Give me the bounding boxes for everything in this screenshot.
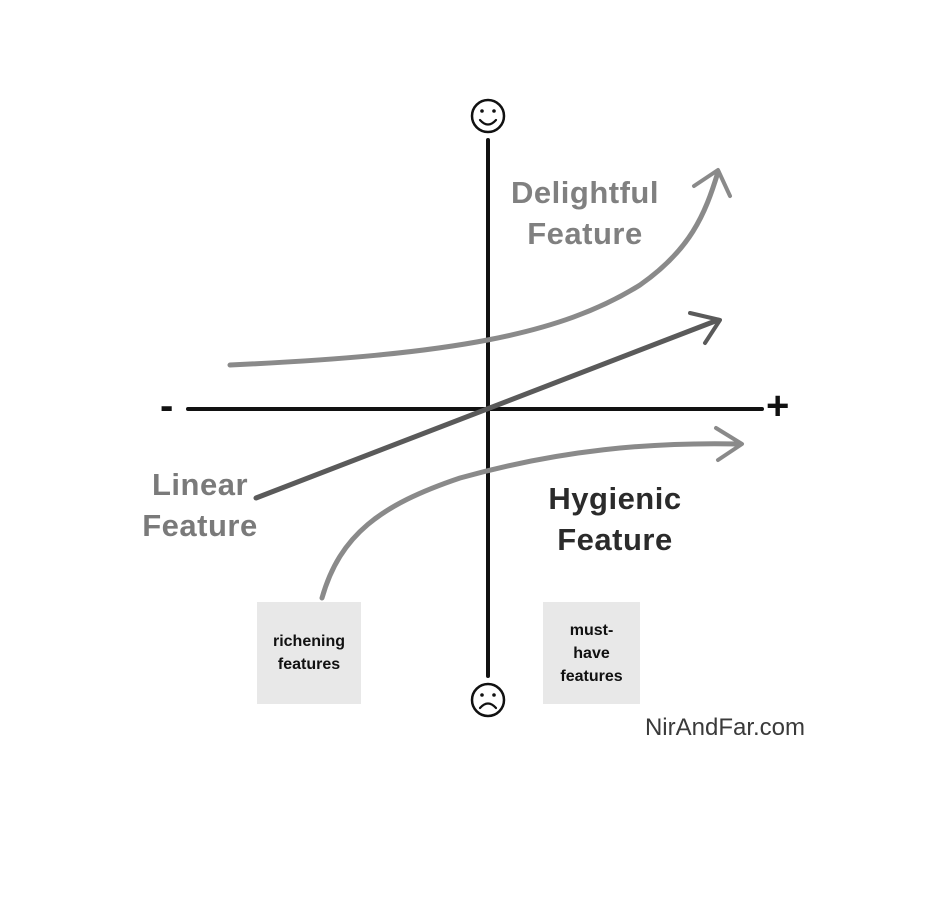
delightful-label-line2: Feature [527,216,643,251]
delightful-curve [227,168,732,368]
delightful-arrowhead-icon [692,168,732,198]
hygienic-feature-label: Hygienic Feature [520,478,710,560]
linear-curve [253,311,722,501]
frowny-face-icon [470,682,506,718]
richening-note-line1: richening [272,633,345,650]
hygienic-arrowhead-icon [714,426,744,462]
must-have-note-line3: features [560,667,623,685]
smiley-face-icon [470,98,506,134]
linear-feature-label: Linear Feature [120,464,280,546]
must-have-note-line2: have [573,644,610,662]
linear-label-line2: Feature [142,508,258,543]
hygienic-label-line2: Feature [557,522,673,557]
linear-arrowhead-icon [688,311,722,345]
linear-label-line1: Linear [151,467,249,502]
must-have-features-note: must- have features [543,602,640,704]
richening-note-line2: features [277,656,341,673]
negative-axis-label: - [160,384,174,428]
richening-features-note: richening features [257,602,361,704]
brand-watermark: NirAndFar.com [644,714,806,741]
hygienic-label-line1: Hygienic [548,481,682,516]
delightful-feature-label: Delightful Feature [490,172,680,254]
delightful-label-line1: Delightful [511,175,659,210]
hygienic-curve [319,426,744,601]
positive-axis-label: + [766,384,790,428]
must-have-note-line1: must- [569,621,614,639]
